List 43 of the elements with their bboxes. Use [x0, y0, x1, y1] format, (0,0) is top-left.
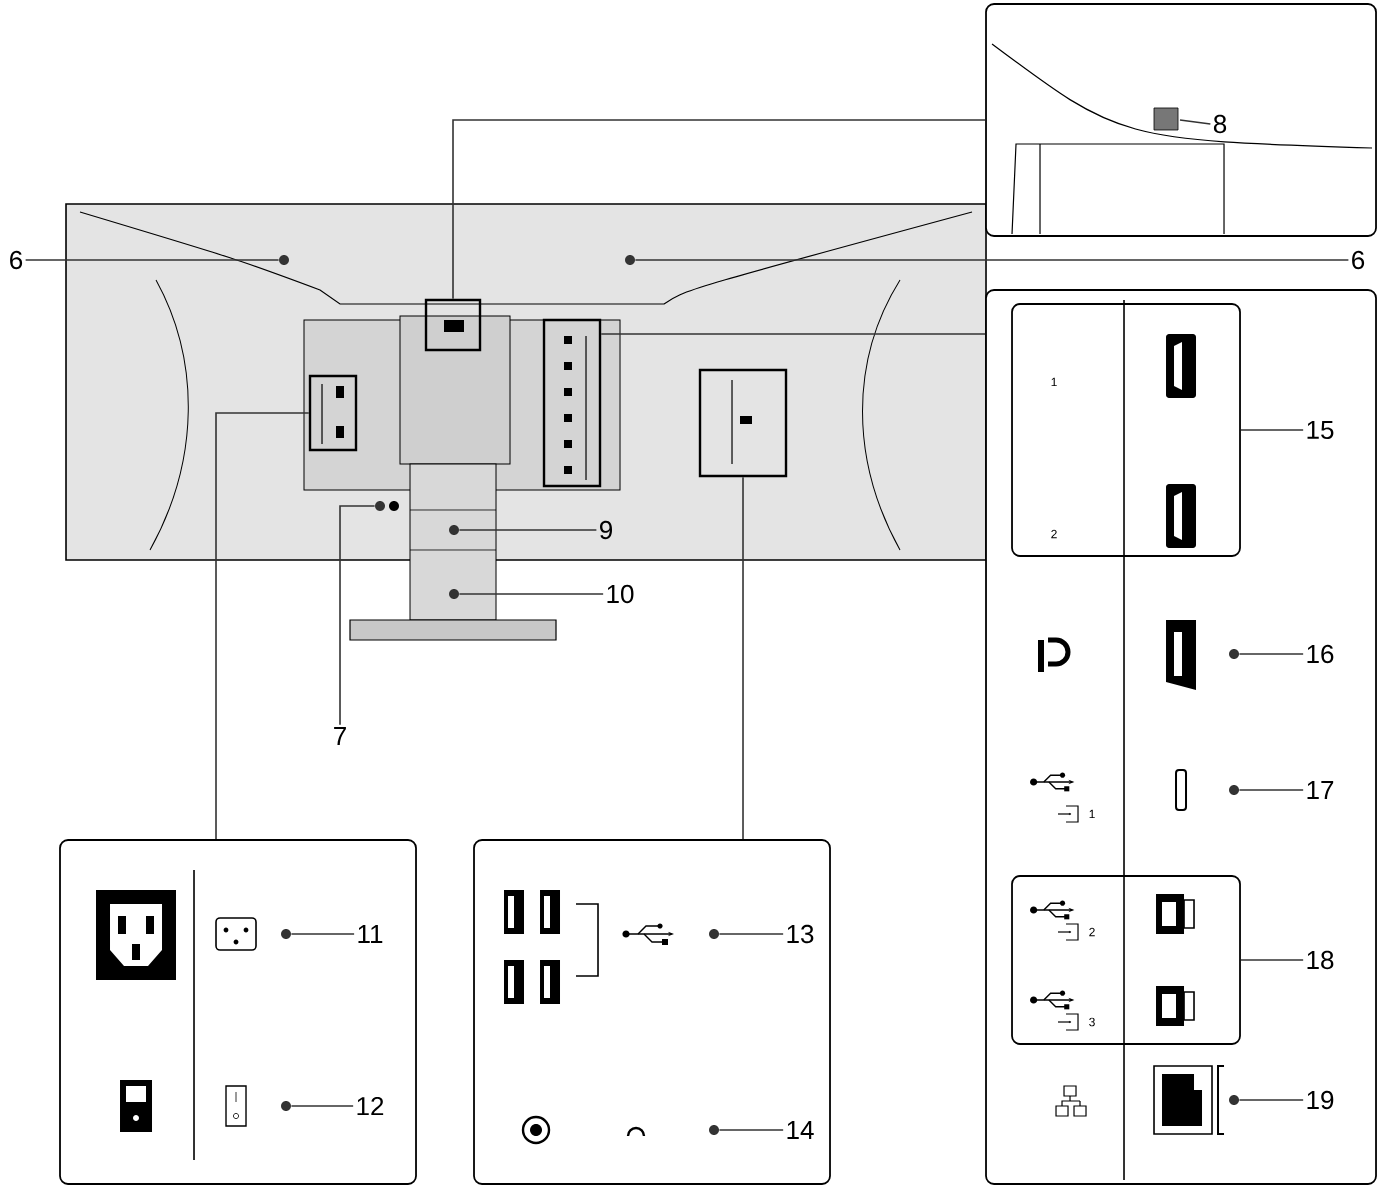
leader-line — [1238, 653, 1304, 655]
callout-number: 18 — [1307, 950, 1334, 970]
leader-line — [1238, 1099, 1304, 1101]
callout-number: 9 — [600, 520, 612, 540]
callout-number: 6 — [1352, 250, 1365, 270]
callout-number: 12 — [357, 1096, 384, 1116]
callout-number: 16 — [1307, 644, 1334, 664]
leader-line — [458, 593, 604, 595]
leader-line — [24, 259, 280, 261]
callout-number: 10 — [607, 584, 634, 604]
leader-line — [1240, 959, 1304, 961]
leader-line — [1179, 119, 1212, 125]
leader-line — [718, 1129, 784, 1131]
highlight-box — [698, 368, 788, 478]
inset-photo — [985, 3, 1377, 237]
leader-line — [1240, 429, 1304, 431]
group-box — [1011, 875, 1241, 1045]
callout-number: 19 — [1307, 1090, 1334, 1110]
callout-number: 13 — [787, 924, 814, 944]
leader-line — [718, 933, 784, 935]
callout-number: 17 — [1307, 781, 1334, 799]
callout-number: 7 — [334, 727, 346, 745]
leader-line — [452, 119, 986, 300]
callout-number: 15 — [1307, 420, 1334, 440]
callout-number: 6 — [10, 250, 23, 270]
leader-line — [458, 529, 598, 531]
detail-panel — [59, 839, 417, 1185]
group-box — [1011, 303, 1241, 557]
highlight-box — [308, 374, 358, 452]
leader-line — [290, 933, 355, 935]
detail-panel — [473, 839, 831, 1185]
callout-number: 14 — [787, 1121, 814, 1139]
leader-line — [1238, 789, 1304, 791]
callout-number: 11 — [358, 925, 383, 943]
leader-line — [600, 333, 986, 335]
highlight-box — [424, 298, 482, 352]
leader-line — [215, 412, 310, 840]
callout-number: 8 — [1213, 114, 1227, 134]
leader-line — [742, 476, 744, 840]
leader-line — [290, 1105, 354, 1107]
highlight-box — [542, 318, 602, 488]
leader-line — [634, 259, 1350, 261]
leader-line — [339, 505, 376, 726]
